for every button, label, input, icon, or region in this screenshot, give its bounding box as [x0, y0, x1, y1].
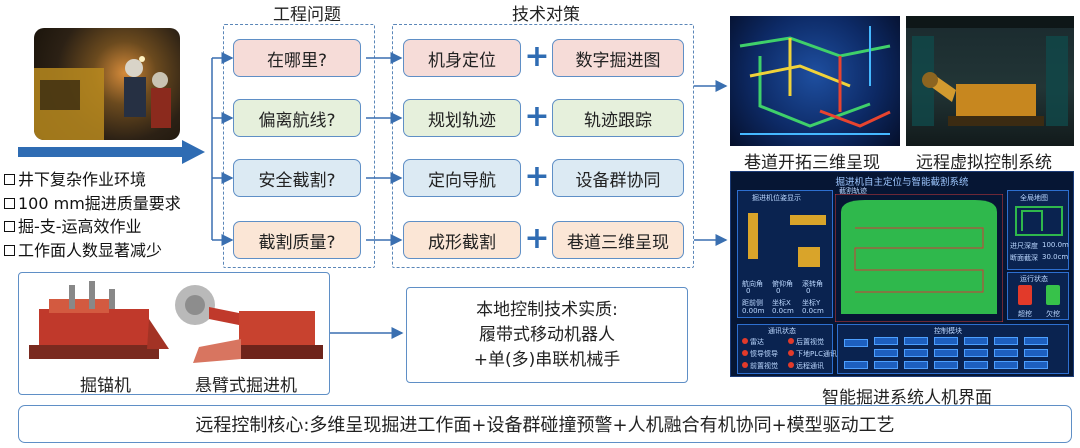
machines-panel: 掘锚机 悬臂式掘进机: [18, 272, 330, 396]
hmi-global-map: 全局地图 进尺深度 100.0m 断面截深 30.0cm: [1007, 190, 1069, 270]
under-cut-indicator: [1046, 285, 1060, 305]
checkbox-icon: [4, 221, 15, 233]
hmi-pose-label: 掘进机位姿显示: [752, 194, 801, 202]
header-techniques: 技术对策: [512, 5, 580, 25]
checkbox-icon: [4, 197, 15, 209]
list-item: 100 mm掘进质量要求: [4, 192, 181, 216]
essence-title: 本地控制技术实质:: [476, 300, 618, 320]
tech-body-positioning: 机身定位: [403, 39, 521, 77]
control-button[interactable]: [1024, 349, 1048, 357]
control-button[interactable]: [874, 337, 898, 345]
control-button[interactable]: [994, 337, 1018, 345]
control-button[interactable]: [994, 349, 1018, 357]
essence-line-manipulator: +单(多)串联机械手: [473, 350, 621, 370]
status-dot-icon: [788, 350, 794, 356]
tech-trajectory-tracking: 轨迹跟踪: [552, 99, 684, 137]
status-dot-icon: [788, 362, 794, 368]
control-button[interactable]: [904, 361, 928, 369]
plus-sign: +: [524, 39, 550, 74]
remote-virtual-control-image: [906, 16, 1074, 146]
control-button[interactable]: [904, 337, 928, 345]
intelligent-excavation-hmi: 掘进机自主定位与智能截割系统 掘进机位姿显示 航向角 俯仰角 滚转角 距前侧 坐…: [730, 171, 1074, 377]
plus-sign: +: [524, 221, 550, 256]
hmi-pose-panel: 掘进机位姿显示 航向角 俯仰角 滚转角 距前侧 坐标X 坐标Y 0 0 0 0.…: [737, 190, 833, 318]
remote-control-caption: 远程虚拟控制系统: [916, 153, 1052, 173]
control-button[interactable]: [1024, 337, 1048, 345]
tech-tunnel-3d: 巷道三维呈现: [552, 221, 684, 259]
remote-control-core: 远程控制核心:多维呈现掘进工作面+设备群碰撞预警+人机融合有机协同+模型驱动工艺: [18, 405, 1072, 443]
hmi-title: 掘进机自主定位与智能截割系统: [835, 177, 969, 188]
status-dot-icon: [742, 362, 748, 368]
techniques-group: [392, 24, 694, 268]
control-button[interactable]: [964, 349, 988, 357]
roadheader-caption: 悬臂式掘进机: [195, 376, 297, 396]
essence-line-robot: 履带式移动机器人: [479, 325, 615, 345]
checkbox-icon: [4, 174, 15, 186]
checkbox-icon: [4, 244, 15, 256]
tech-shaped-cutting: 成形截割: [403, 221, 521, 259]
hmi-run-status: 运行状态 超挖 欠挖: [1007, 272, 1069, 320]
control-button[interactable]: [934, 361, 958, 369]
list-item: 掘-支-运高效作业: [4, 215, 181, 239]
hmi-control-module: 控制模块: [837, 324, 1069, 374]
underground-workers-photo: [34, 28, 180, 140]
tech-digital-map: 数字掘进图: [552, 39, 684, 77]
status-dot-icon: [742, 350, 748, 356]
control-button[interactable]: [904, 349, 928, 357]
bolter-caption: 掘锚机: [80, 376, 131, 396]
control-button[interactable]: [874, 349, 898, 357]
control-button[interactable]: [844, 339, 868, 347]
local-control-essence: 本地控制技术实质: 履带式移动机器人 +单(多)串联机械手: [406, 287, 688, 383]
control-button[interactable]: [964, 337, 988, 345]
tech-equipment-coordination: 设备群协同: [552, 159, 684, 197]
control-button[interactable]: [994, 361, 1018, 369]
hmi-caption: 智能掘进系统人机界面: [822, 388, 992, 408]
tech-directional-navigation: 定向导航: [403, 159, 521, 197]
control-button[interactable]: [844, 361, 868, 369]
hmi-comm-status: 通讯状态 雷达 后置视觉 惯导惯导 下地PLC通讯 前置视觉 远程通讯: [737, 324, 837, 374]
plus-sign: +: [524, 159, 550, 194]
problem-safe-cutting: 安全截割?: [233, 159, 361, 197]
over-cut-indicator: [1018, 285, 1032, 305]
problem-deviation: 偏离航线?: [233, 99, 361, 137]
control-button[interactable]: [934, 337, 958, 345]
bolter-machine-image: [29, 281, 169, 359]
problems-group: [223, 24, 375, 268]
roadheader-machine-image: [175, 285, 323, 363]
list-item: 工作面人数显著减少: [4, 239, 181, 263]
status-dot-icon: [788, 338, 794, 344]
tunnel-3d-image: [730, 16, 900, 146]
hmi-cut-track-label: 截割轨迹: [839, 187, 867, 195]
plus-sign: +: [524, 99, 550, 134]
problem-cut-quality: 截割质量?: [233, 221, 361, 259]
list-item: 井下复杂作业环境: [4, 168, 181, 192]
conditions-list: 井下复杂作业环境 100 mm掘进质量要求 掘-支-运高效作业 工作面人数显著减…: [4, 168, 181, 262]
control-button[interactable]: [934, 349, 958, 357]
status-dot-icon: [742, 338, 748, 344]
tunnel-3d-caption: 巷道开拓三维呈现: [744, 153, 880, 173]
header-problems: 工程问题: [273, 5, 341, 25]
control-button[interactable]: [1024, 361, 1048, 369]
tech-planned-trajectory: 规划轨迹: [403, 99, 521, 137]
hmi-cut-track-view: [835, 194, 1003, 322]
problem-location: 在哪里?: [233, 39, 361, 77]
control-button[interactable]: [874, 361, 898, 369]
control-button[interactable]: [964, 361, 988, 369]
